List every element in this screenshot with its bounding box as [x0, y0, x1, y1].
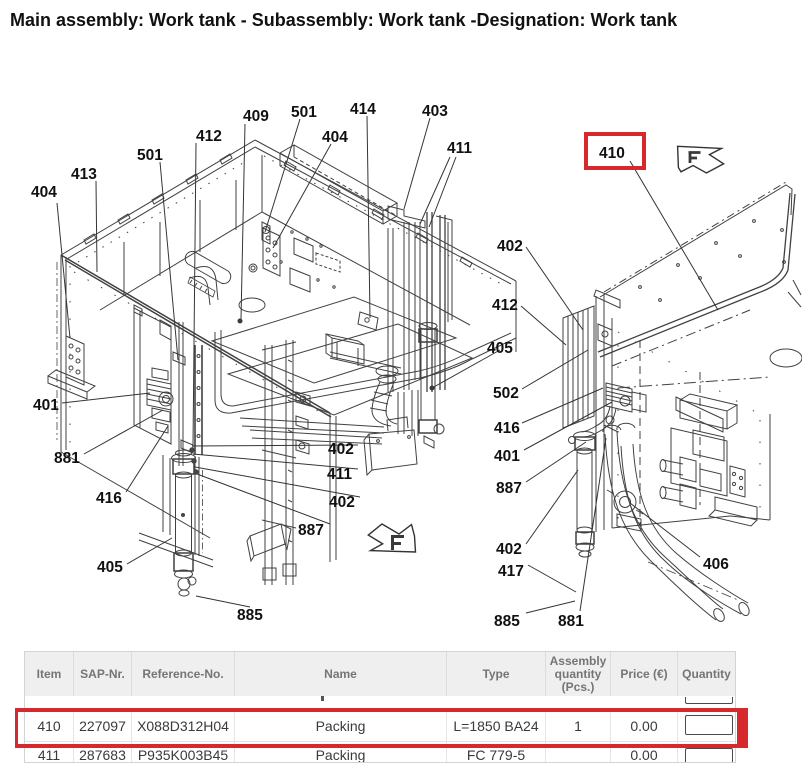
svg-text:416: 416 — [494, 420, 520, 437]
svg-text:885: 885 — [237, 607, 263, 624]
svg-text:881: 881 — [54, 450, 80, 467]
svg-text:501: 501 — [137, 147, 163, 164]
svg-text:413: 413 — [71, 166, 97, 183]
svg-text:412: 412 — [196, 128, 222, 145]
svg-text:401: 401 — [33, 397, 59, 414]
svg-text:417: 417 — [498, 563, 524, 580]
svg-text:405: 405 — [487, 340, 513, 357]
svg-text:406: 406 — [703, 556, 729, 573]
svg-text:404: 404 — [31, 184, 57, 201]
svg-text:402: 402 — [496, 541, 522, 558]
svg-text:404: 404 — [322, 129, 348, 146]
svg-text:409: 409 — [243, 108, 269, 125]
svg-text:502: 502 — [493, 385, 519, 402]
svg-text:403: 403 — [422, 103, 448, 120]
svg-text:412: 412 — [492, 297, 518, 314]
svg-text:402: 402 — [329, 494, 355, 511]
svg-text:401: 401 — [494, 448, 520, 465]
svg-text:402: 402 — [328, 441, 354, 458]
svg-text:416: 416 — [96, 490, 122, 507]
svg-text:411: 411 — [327, 466, 352, 483]
svg-text:411: 411 — [447, 140, 472, 157]
svg-text:402: 402 — [497, 238, 523, 255]
svg-text:885: 885 — [494, 613, 520, 630]
svg-text:410: 410 — [599, 145, 625, 162]
svg-text:414: 414 — [350, 101, 376, 118]
svg-text:887: 887 — [496, 480, 522, 497]
svg-text:887: 887 — [298, 522, 324, 539]
svg-text:501: 501 — [291, 104, 317, 121]
svg-text:881: 881 — [558, 613, 584, 630]
svg-text:405: 405 — [97, 559, 123, 576]
